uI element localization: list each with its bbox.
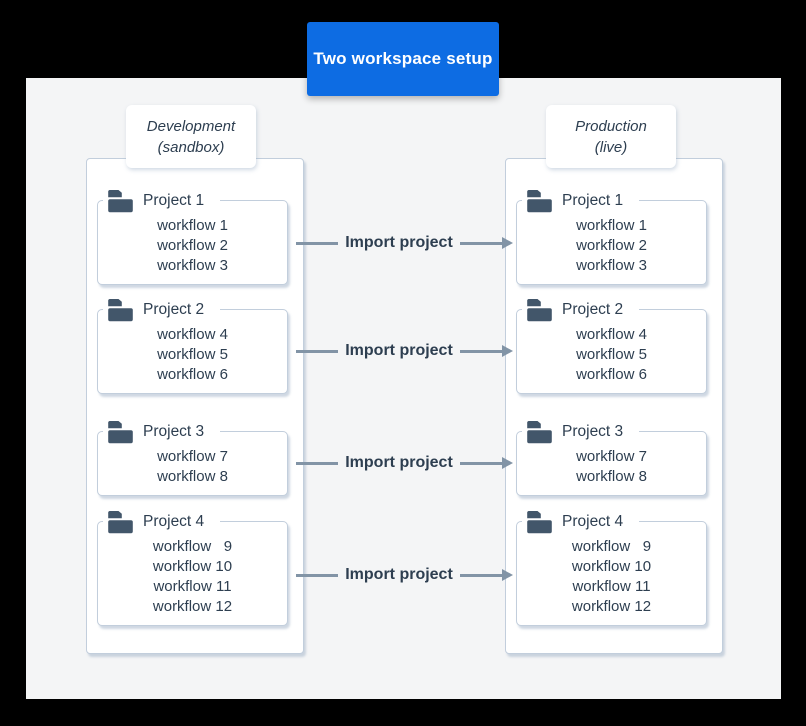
workflow-item: workflow 11 xyxy=(572,578,651,595)
workflow-item: workflow 7 xyxy=(157,448,228,465)
workspace-label-line1: Production xyxy=(575,117,647,135)
workflow-item: workflow 8 xyxy=(576,468,647,485)
workflow-item: workflow 8 xyxy=(157,468,228,485)
workflow-item: workflow 12 xyxy=(152,598,233,615)
project-name: Project 2 xyxy=(562,300,624,318)
workflow-list: workflow 1 workflow 2 workflow 3 xyxy=(98,201,287,284)
workflow-item: workflow 3 xyxy=(157,257,228,274)
workspace-label-line2: (sandbox) xyxy=(157,138,225,156)
workflow-item: workflow 6 xyxy=(576,366,647,383)
workflow-item: workflow 11 xyxy=(153,578,232,595)
arrow-label: Import project xyxy=(345,566,453,583)
workflow-item: workflow 1 xyxy=(576,217,647,234)
project-name: Project 3 xyxy=(143,422,205,440)
workflow-item: workflow 1 xyxy=(157,217,228,234)
project-box: Project 3 workflow 7 workflow 8 xyxy=(516,417,707,496)
workflow-item: workflow 4 xyxy=(576,326,647,343)
workflow-item: workflow 10 xyxy=(571,558,652,575)
project-tag: Project 2 xyxy=(103,295,221,324)
workflow-item: workflow 2 xyxy=(157,237,228,254)
workflow-item: workflow 5 xyxy=(576,346,647,363)
project-box: Project 4 workflow 9 workflow 10 workflow 1… xyxy=(97,507,288,626)
project-box: Project 2 workflow 4 workflow 5 workflow 6 xyxy=(97,295,288,394)
project-name: Project 4 xyxy=(143,512,205,530)
folder-icon xyxy=(526,189,553,213)
diagram-title: Two workspace setup xyxy=(313,49,493,68)
project-box: Project 4 workflow 9 workflow 10 workflow 1… xyxy=(516,507,707,626)
folder-icon xyxy=(526,510,553,534)
workflow-list: workflow 4 workflow 5 workflow 6 xyxy=(98,310,287,393)
project-name: Project 1 xyxy=(562,191,624,209)
project-name: Project 1 xyxy=(143,191,205,209)
workflow-list: workflow 1 workflow 2 workflow 3 xyxy=(517,201,706,284)
workflow-item: workflow 10 xyxy=(152,558,233,575)
workflow-list: workflow 7 workflow 8 xyxy=(517,432,706,495)
arrow-line xyxy=(459,241,502,245)
arrow-label: Import project xyxy=(345,454,453,471)
project-name: Project 4 xyxy=(562,512,624,530)
workflow-item: workflow 12 xyxy=(571,598,652,615)
workflow-item: workflow 7 xyxy=(576,448,647,465)
arrow-label: Import project xyxy=(345,234,453,251)
workflow-list: workflow 9 workflow 10 workflow 11 workflow… xyxy=(98,522,287,625)
folder-icon xyxy=(107,510,134,534)
project-box: Project 1 workflow 1 workflow 2 workflow 3 xyxy=(516,186,707,285)
workflow-item: workflow 4 xyxy=(157,326,228,343)
workflow-item: workflow 6 xyxy=(157,366,228,383)
project-box: Project 1 workflow 1 workflow 2 workflow 3 xyxy=(97,186,288,285)
workflow-item: workflow 3 xyxy=(576,257,647,274)
import-arrow: Import project xyxy=(296,339,513,363)
workspace-label-production: Production (live) xyxy=(546,105,676,168)
workflow-list: workflow 4 workflow 5 workflow 6 xyxy=(517,310,706,393)
workspace-label-development: Development (sandbox) xyxy=(126,105,256,168)
folder-icon xyxy=(107,189,134,213)
folder-icon xyxy=(107,298,134,322)
arrow-label: Import project xyxy=(345,342,453,359)
import-arrow: Import project xyxy=(296,451,513,475)
project-tag: Project 1 xyxy=(522,186,640,215)
project-box: Project 3 workflow 7 workflow 8 xyxy=(97,417,288,496)
project-tag: Project 3 xyxy=(103,417,221,446)
import-arrow: Import project xyxy=(296,231,513,255)
workflow-item: workflow 9 xyxy=(571,538,652,555)
diagram-title-box: Two workspace setup xyxy=(307,22,499,96)
project-tag: Project 1 xyxy=(103,186,221,215)
arrow-line xyxy=(459,349,502,353)
workspace-label-line2: (live) xyxy=(594,138,628,156)
project-name: Project 2 xyxy=(143,300,205,318)
project-tag: Project 4 xyxy=(522,507,640,536)
import-arrow: Import project xyxy=(296,563,513,587)
workflow-item: workflow 9 xyxy=(152,538,233,555)
project-tag: Project 4 xyxy=(103,507,221,536)
arrow-line xyxy=(459,461,502,465)
project-tag: Project 2 xyxy=(522,295,640,324)
workflow-list: workflow 7 workflow 8 xyxy=(98,432,287,495)
arrow-line xyxy=(459,573,502,577)
project-tag: Project 3 xyxy=(522,417,640,446)
workflow-item: workflow 5 xyxy=(157,346,228,363)
folder-icon xyxy=(526,298,553,322)
folder-icon xyxy=(107,420,134,444)
project-name: Project 3 xyxy=(562,422,624,440)
workflow-item: workflow 2 xyxy=(576,237,647,254)
folder-icon xyxy=(526,420,553,444)
project-box: Project 2 workflow 4 workflow 5 workflow 6 xyxy=(516,295,707,394)
workspace-label-line1: Development xyxy=(146,117,236,135)
workflow-list: workflow 9 workflow 10 workflow 11 workflow… xyxy=(517,522,706,625)
